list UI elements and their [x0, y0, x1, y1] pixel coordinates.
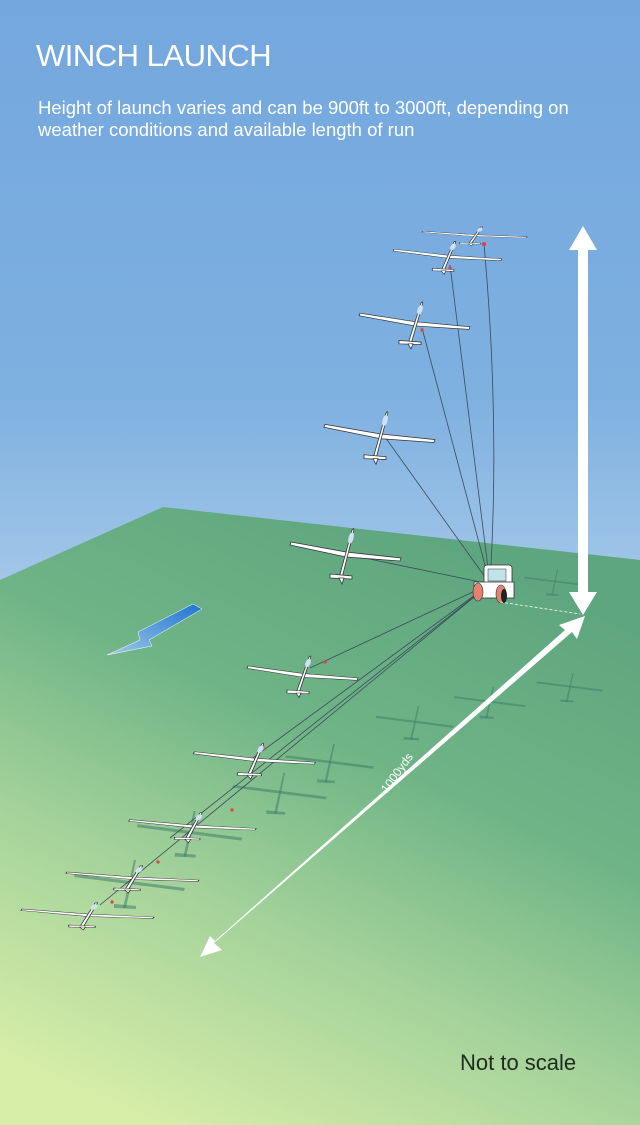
ground-plane	[0, 507, 640, 1125]
diagram-title: WINCH LAUNCH	[36, 38, 272, 73]
scale-note: Not to scale	[460, 1050, 577, 1075]
diagram-subtitle: Height of launch varies and can be 900ft…	[38, 97, 569, 140]
launch-height-arrow-icon	[569, 226, 597, 615]
run-length-arrow-icon	[200, 616, 585, 957]
wind-direction-arrow-icon	[106, 603, 203, 656]
winch-baseline	[499, 601, 581, 615]
winch-cables	[99, 243, 495, 906]
winch-vehicle-icon	[472, 564, 515, 604]
